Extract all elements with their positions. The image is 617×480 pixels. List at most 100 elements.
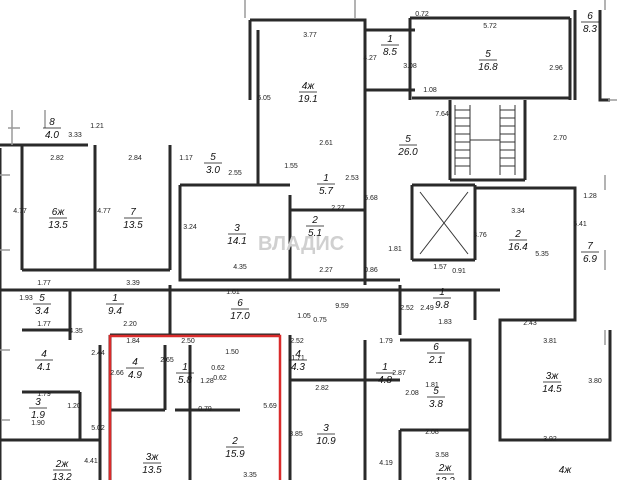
dimension-label: 1.77: [37, 280, 51, 287]
room-area: 10.9: [316, 436, 336, 447]
room-label: 84.0: [43, 117, 61, 141]
dimension-label: 3.81: [543, 338, 557, 345]
room-number: 4: [132, 357, 138, 368]
dimension-label: 1.81: [425, 382, 439, 389]
dimension-label: 3.58: [435, 452, 449, 459]
dimension-label: 1.93: [19, 295, 33, 302]
dimension-label: 1.21: [90, 123, 104, 130]
dimension-label: 5.69: [263, 403, 277, 410]
dimension-label: 5.72: [483, 23, 497, 30]
room-area: 9.4: [108, 306, 122, 317]
room-area: 4.3: [291, 362, 305, 373]
room-area: 8.3: [583, 24, 597, 35]
room-label: 314.1: [227, 223, 246, 247]
room-number: 3ж: [546, 371, 560, 382]
room-area: 14.5: [542, 384, 562, 395]
room-area: 8.5: [383, 47, 397, 58]
staircase: [419, 105, 516, 255]
room-number: 2: [311, 215, 318, 226]
room-label: 19.8: [433, 287, 451, 311]
room-area: 17.0: [230, 311, 250, 322]
room-label: 53.8: [427, 386, 445, 410]
room-label: 516.8: [478, 49, 498, 73]
dimension-label: 1.77: [37, 321, 51, 328]
dimension-label: 2.52: [290, 338, 304, 345]
watermark: ВЛАДИС: [258, 233, 344, 255]
room-area: 13.5: [48, 220, 68, 231]
room-number: 3ж: [146, 452, 160, 463]
room-label: 44.9: [126, 357, 144, 381]
room-area: 13.2: [52, 472, 72, 480]
room-number: 4ж: [302, 81, 316, 92]
room-number: 1: [439, 287, 445, 298]
room-number: 4ж: [559, 465, 573, 476]
dimension-label: 9.59: [335, 303, 349, 310]
dimension-label: 1.08: [423, 87, 437, 94]
dimension-label: 0.86: [364, 267, 378, 274]
dimension-label: 1.81: [388, 246, 402, 253]
room-label: 15.7: [317, 173, 335, 197]
room-area: 4.9: [128, 370, 142, 381]
dimension-label: 1.28: [583, 193, 597, 200]
room-label: 18.5: [381, 34, 399, 58]
dimension-label: 6.05: [257, 95, 271, 102]
room-label: 14.8: [376, 362, 394, 386]
dimension-label: 0.75: [313, 317, 327, 324]
room-label: 44.1: [35, 349, 53, 373]
room-area: 13.5: [142, 465, 162, 476]
room-number: 1: [112, 293, 118, 304]
room-label: 2ж 13.2: [52, 459, 72, 480]
room-number: 8: [49, 117, 55, 128]
room-area: 4.0: [45, 130, 59, 141]
dimension-label: 4.41: [84, 458, 98, 465]
room-number: 7: [587, 241, 593, 252]
dimension-label: 1.61: [226, 289, 240, 296]
room-label: 3ж 14.5: [542, 371, 562, 395]
dimension-label: 3.76: [473, 232, 487, 239]
dimension-label: 2.66: [110, 370, 124, 377]
room-label: 53.4: [33, 293, 51, 317]
dimension-label: 0.62: [211, 365, 225, 372]
room-number: 5: [405, 134, 411, 145]
room-area: 3.4: [35, 306, 49, 317]
room-number: 7: [130, 207, 136, 218]
room-area: 16.4: [508, 242, 528, 253]
dimension-label: 2.87: [392, 370, 406, 377]
room-label: 31.9: [29, 397, 47, 421]
room-number: 1: [323, 173, 329, 184]
dimension-label: 5.68: [364, 195, 378, 202]
room-number: 5: [210, 152, 216, 163]
dimension-label: 1.79: [37, 391, 51, 398]
dimension-label: 7.64: [435, 111, 449, 118]
room-area: 16.8: [478, 62, 498, 73]
window-markers: [0, 0, 617, 421]
room-area: 3.0: [206, 165, 220, 176]
room-number: 6: [587, 11, 593, 22]
room-number: 2: [514, 229, 521, 240]
room-number: 5: [39, 293, 45, 304]
dimension-label: 2.27: [319, 267, 333, 274]
dimension-label: 0.62: [213, 375, 227, 382]
room-label: 62.1: [427, 342, 445, 366]
room-label: 4ж 19.1: [298, 81, 317, 105]
dimension-label: 3.35: [243, 472, 257, 479]
room-area: 3.8: [429, 399, 443, 410]
room-label: 76.9: [581, 241, 599, 265]
room-area: 9.8: [435, 300, 449, 311]
room-area: 6.9: [583, 254, 597, 265]
room-number: 2ж: [55, 459, 70, 470]
room-area: 4.1: [37, 362, 51, 373]
room-number: 5: [433, 386, 439, 397]
room-label: 216.4: [508, 229, 528, 253]
room-label: 44.3: [289, 349, 307, 373]
room-label: 617.0: [230, 298, 250, 322]
room-label: 25.1: [306, 215, 324, 239]
room-area: 19.1: [298, 94, 317, 105]
dimension-label: 4.19: [379, 460, 393, 467]
room-number: 2: [231, 436, 238, 447]
room-label: 310.9: [316, 423, 336, 447]
room-label: 215.9: [225, 436, 245, 460]
room-label: 3ж 13.5: [142, 452, 162, 476]
